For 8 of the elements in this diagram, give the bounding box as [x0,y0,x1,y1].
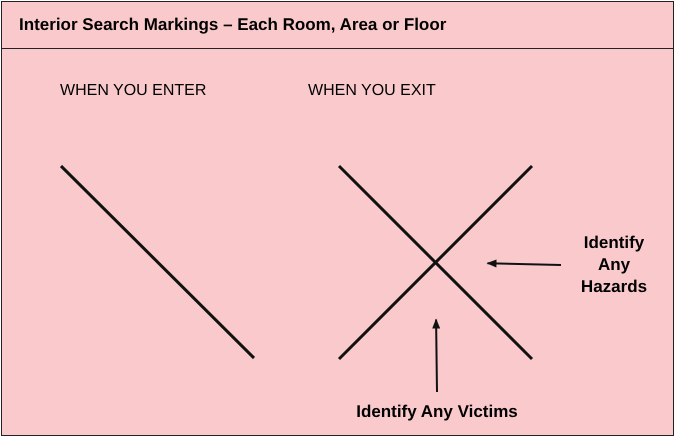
heading-label: WHEN YOU ENTER [60,82,206,100]
heading-label: WHEN YOU EXIT [308,82,436,100]
callout-text: Identify Any Victims [322,402,552,422]
arrow [486,259,562,268]
arrow [432,318,440,392]
x-marking-drawing [338,164,534,360]
title: Interior Search Markings – Each Room, Area or Floor [19,15,446,35]
callout-text: Identify Any Hazards [569,232,659,298]
